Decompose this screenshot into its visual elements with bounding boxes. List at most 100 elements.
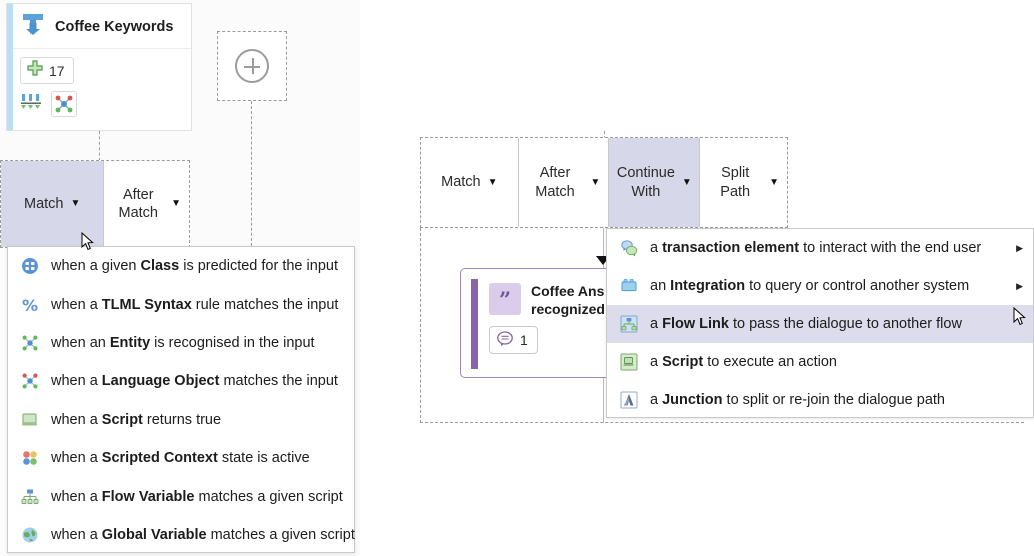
menu-item-language-object[interactable]: when a Language Object matches the input (8, 362, 354, 400)
scripted-context-icon (20, 448, 40, 468)
message-card-footer: 1 (461, 318, 639, 354)
menu-item-entity-post: is recognised in the input (150, 334, 315, 351)
menu-item-int-bold: Integration (670, 278, 746, 294)
tab-match-right[interactable]: Match ▼ (421, 138, 518, 227)
menu-item-fl-pre: a (650, 316, 663, 332)
language-object-icon (20, 371, 40, 391)
submenu-arrow-icon: ▶ (1016, 280, 1023, 291)
menu-item-sc-pre: when a (51, 450, 102, 467)
menu-item-lo-bold: Language Object (101, 373, 220, 390)
right-tab-strip: Match ▼ After Match ▼ Continue With ▼ Sp… (420, 137, 788, 228)
menu-item-class-bold: Class (140, 258, 180, 275)
menu-item-flow-variable[interactable]: when a Flow Variable matches a given scr… (8, 477, 354, 515)
menu-item-lo-post: matches the input (219, 373, 338, 390)
tab-continue-with[interactable]: Continue With ▼ (608, 138, 700, 227)
submenu-arrow-icon: ▶ (1016, 242, 1023, 253)
menu-item-global-variable[interactable]: when a Global Variable matches a given s… (8, 516, 355, 554)
region-left-edge (420, 228, 421, 423)
menu-item-script[interactable]: when a Script returns true (8, 401, 354, 439)
tab-split-path[interactable]: Split Path ▼ (699, 138, 787, 227)
tab-after-match-right[interactable]: After Match ▼ (517, 138, 609, 227)
menu-item-sc-bold: Scripted Context (101, 450, 218, 467)
continue-with-menu[interactable]: a transaction element to interact with t… (606, 228, 1034, 418)
menu-item-junction[interactable]: a Junction to split or re-join the dialo… (607, 381, 1033, 419)
menu-item-jn-pre: a (650, 392, 663, 408)
integration-icon (619, 276, 639, 296)
message-title-line2: recognized (531, 300, 605, 317)
tab-match-right-label: Match (441, 174, 481, 191)
script-icon (20, 410, 40, 430)
menu-item-jn-post: to split or re-join the dialogue path (722, 392, 945, 408)
message-card-header: ” Coffee Ans recognized (461, 269, 639, 318)
tab-match-left[interactable]: Match ▼ (1, 161, 104, 247)
junction-icon (619, 390, 639, 410)
keyword-count-pill[interactable]: 17 (20, 57, 74, 84)
tab-after-match-left[interactable]: After Match ▼ (103, 161, 189, 247)
menu-item-entity[interactable]: when an Entity is recognised in the inpu… (8, 324, 354, 362)
menu-item-lo-pre: when a (51, 373, 102, 390)
percent-tlml-icon: % (20, 295, 40, 315)
menu-item-fl-bold: Flow Link (662, 316, 729, 332)
menu-item-sr-bold: Script (662, 354, 704, 370)
message-count: 1 (520, 332, 528, 348)
funnel-down-arrow-icon (20, 11, 46, 42)
node-title: Coffee Keywords (55, 18, 174, 35)
menu-item-sr-post: to execute an action (703, 354, 838, 370)
menu-item-te-post: to interact with the end user (799, 240, 982, 256)
transaction-element-icon (619, 238, 639, 258)
green-plus-icon (26, 59, 44, 82)
chevron-down-icon: ▼ (681, 176, 692, 188)
chevron-down-icon: ▼ (769, 176, 779, 188)
menu-item-script-bold: Script (101, 411, 143, 428)
menu-item-sr-pre: a (650, 354, 663, 370)
menu-item-script-right[interactable]: a Script to execute an action (607, 343, 1033, 381)
menu-item-gv-pre: when a (51, 526, 102, 543)
tab-after-match-right-label: After Match (535, 165, 575, 200)
chevron-down-icon: ▼ (487, 176, 498, 188)
plus-circle-icon (235, 49, 269, 83)
menu-item-class[interactable]: when a given Class is predicted for the … (8, 247, 354, 285)
match-condition-menu[interactable]: when a given Class is predicted for the … (7, 246, 355, 553)
node-accent-bar (7, 4, 13, 130)
connector-right-top (604, 131, 605, 139)
menu-item-integration[interactable]: an Integration to query or control anoth… (607, 267, 1033, 305)
message-accent-bar (471, 279, 478, 369)
quote-glyph: ” (498, 286, 512, 312)
menu-item-script-post: returns true (142, 411, 222, 428)
menu-item-fv-post: matches a given script (194, 488, 343, 505)
tab-match-left-label: Match (24, 195, 64, 212)
menu-item-transaction-element[interactable]: a transaction element to interact with t… (607, 229, 1033, 267)
connector-add-node-down (251, 101, 252, 251)
menu-item-int-pre: an (650, 278, 671, 294)
menu-item-tlml-syntax[interactable]: % when a TLML Syntax rule matches the in… (8, 285, 354, 323)
menu-item-flow-link[interactable]: a Flow Link to pass the dialogue to anot… (607, 305, 1033, 343)
menu-item-sc-post: state is active (217, 450, 310, 467)
flow-variable-icon (20, 487, 40, 507)
message-title-line1: Coffee Ans (531, 283, 605, 299)
node-card-body: 17 (7, 49, 191, 123)
add-node-button[interactable]: plus-circle-icon (217, 31, 287, 101)
left-tab-strip: Match ▼ After Match ▼ (0, 160, 190, 248)
keyword-count: 17 (49, 62, 65, 79)
menu-item-scripted-context[interactable]: when a Scripted Context state is active (8, 439, 354, 477)
message-count-pill[interactable]: 1 (489, 326, 538, 354)
sort-descending-icon[interactable] (20, 92, 42, 117)
global-variable-icon (20, 525, 40, 545)
chevron-down-icon: ▼ (590, 176, 601, 188)
menu-item-te-bold: transaction element (662, 240, 800, 256)
menu-item-entity-bold: Entity (109, 334, 151, 351)
tab-split-path-label: Split Path (720, 165, 751, 200)
language-object-icon[interactable] (51, 91, 77, 117)
speech-bubble-icon (496, 330, 514, 351)
menu-item-fv-bold: Flow Variable (101, 488, 195, 505)
chevron-down-icon: ▼ (70, 198, 81, 209)
menu-item-gv-bold: Global Variable (101, 526, 207, 543)
connector-node-to-tabs (99, 131, 100, 161)
flow-node-card[interactable]: funnel-down-arrow-icon Coffee Keywords 1… (6, 3, 192, 131)
svg-text:%: % (22, 296, 38, 314)
menu-item-fl-post: to pass the dialogue to another flow (728, 316, 962, 332)
node-card-header: funnel-down-arrow-icon Coffee Keywords (7, 4, 191, 49)
flow-link-icon (619, 314, 639, 334)
script-icon (619, 352, 639, 372)
